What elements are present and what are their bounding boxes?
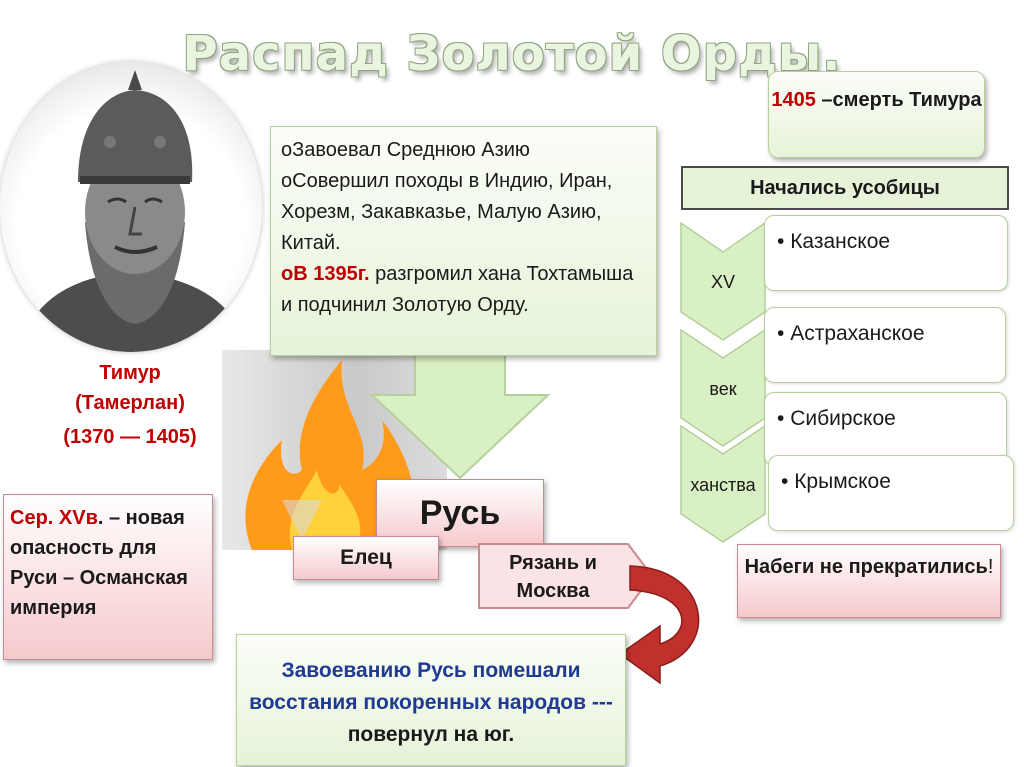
timur-alias: (Тамерлан): [75, 392, 185, 414]
rus-box: Русь: [376, 479, 544, 547]
conquest-item-1: oЗавоевал Среднюю Азию: [281, 139, 530, 161]
chevron-label-1: XV: [710, 272, 735, 292]
flame-image: [222, 350, 447, 550]
tag-shape: [478, 543, 654, 609]
khanate-astrakhan: • Астраханское: [764, 307, 1006, 383]
chevron-column: [680, 222, 766, 543]
page-title: Распад Золотой Орды.: [182, 26, 842, 82]
bullet-icon: •: [781, 470, 795, 493]
curved-arrow-icon: [618, 565, 700, 685]
bust-illustration: [20, 70, 250, 352]
flame-icon: [245, 360, 415, 550]
ryazan-moscow-tag: Рязань и Москва: [478, 543, 654, 609]
elets-box: Елец: [293, 536, 439, 580]
bullet-icon: •: [777, 230, 791, 253]
conquest-item-2: oСовершил походы в Индию, Иран, Хорезм, …: [281, 170, 613, 254]
timur-caption: Тимур (Тамерлан) (1370 — 1405): [40, 358, 220, 452]
down-arrow: [370, 350, 550, 480]
khanate-kazan: • Казанское: [764, 215, 1008, 291]
ottoman-prefix: Сер. XVв: [10, 507, 98, 529]
chevron-label-2: век: [709, 379, 737, 399]
timur-portrait: [0, 62, 262, 352]
bottom-note-dashes: ---: [586, 691, 613, 714]
bottom-note-blue: Завоеванию Русь помешали восстания покор…: [249, 659, 587, 714]
timur-death-box: 1405 –смерть Тимура: [768, 71, 985, 158]
ryazan-moscow-label: Рязань и Москва: [509, 552, 597, 602]
bottom-note-box: Завоеванию Русь помешали восстания покор…: [236, 634, 626, 766]
bullet-icon: •: [777, 322, 791, 345]
death-year: 1405: [771, 89, 816, 111]
chevron-label-3: ханства: [690, 475, 756, 495]
ottoman-text: . – новая опасность для Руси – Османская…: [10, 507, 188, 619]
raids-mark: !: [987, 556, 994, 578]
death-text: –смерть Тимура: [815, 89, 982, 111]
bullet-icon: •: [777, 407, 791, 430]
conquest-item-3: oВ 1395г. разгромил хана Тохтамыша и под…: [281, 263, 634, 316]
khanate-crimea: • Крымское: [768, 455, 1014, 531]
bottom-note-rest: повернул на юг.: [347, 723, 515, 746]
timur-name: Тимур: [99, 362, 161, 384]
raids-text: Набеги не прекратились: [744, 556, 988, 578]
conquests-box: oЗавоевал Среднюю Азию oСовершил походы …: [270, 126, 657, 356]
ottoman-threat-box: Сер. XVв. – новая опасность для Руси – О…: [3, 494, 213, 660]
strife-box: Начались усобицы: [681, 166, 1009, 210]
timur-years: (1370 — 1405): [63, 426, 197, 448]
raids-box: Набеги не прекратились!: [737, 544, 1001, 618]
khanate-siberia: • Сибирское: [764, 392, 1007, 466]
